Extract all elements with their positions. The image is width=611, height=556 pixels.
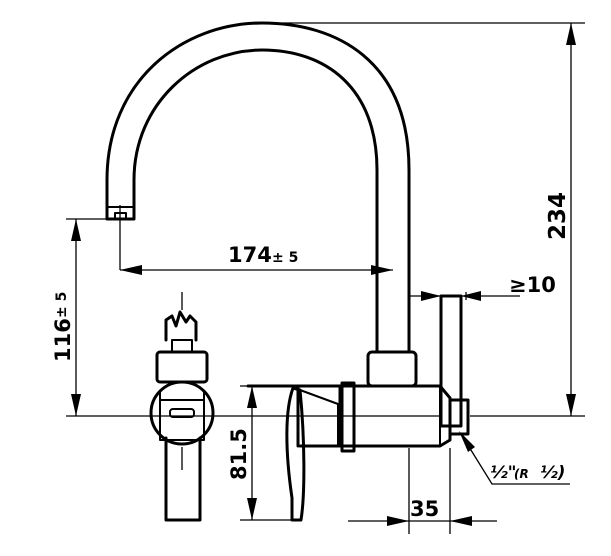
spout-reach-label: 174 <box>228 243 272 267</box>
spout-reach-tolerance: ± 5 <box>272 250 298 266</box>
min-clearance-label: ≥10 <box>509 273 556 297</box>
spout-height-label: 116 <box>51 318 75 362</box>
dimension-spout-reach: 174 ± 5 <box>120 243 393 275</box>
thread-note-open: (R <box>514 467 529 481</box>
faucet-front-view <box>149 310 215 522</box>
center-lines <box>119 205 183 470</box>
dimension-body-height: 81.5 <box>227 385 298 521</box>
lever-handle-side-view <box>285 386 339 522</box>
wall-depth-label: 35 <box>410 497 439 521</box>
dimension-total-height: 234 <box>262 22 585 417</box>
thread-size: ½" <box>490 463 516 483</box>
thread-callout: ½" (R ½) <box>459 431 570 485</box>
dimension-wall-depth: 35 <box>348 448 497 534</box>
thread-note-size: ½) <box>540 463 565 483</box>
swivel-collar <box>366 350 418 388</box>
mixer-body-side-view <box>246 381 470 453</box>
spout-height-tolerance: ± 5 <box>54 292 70 318</box>
body-height-label: 81.5 <box>227 428 251 480</box>
dimension-min-clearance: ≥10 <box>409 273 556 301</box>
spout-side-view <box>105 21 411 354</box>
height-total-label: 234 <box>545 192 571 240</box>
dimension-spout-height: 116 ± 5 <box>51 218 440 417</box>
